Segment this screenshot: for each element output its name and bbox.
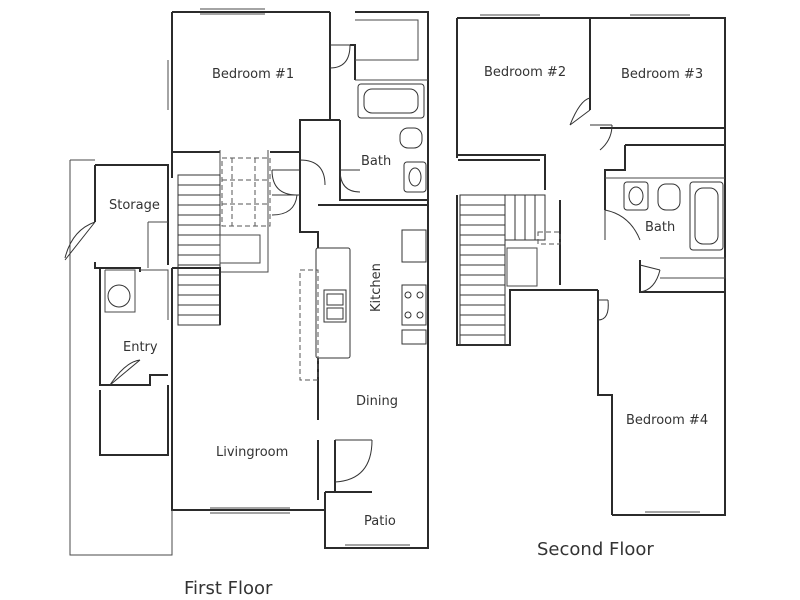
room-label-entry: Entry	[123, 340, 158, 355]
room-label-bedroom-1: Bedroom #1	[212, 67, 294, 82]
room-label-patio: Patio	[364, 514, 396, 529]
second-floor-plan: Bedroom #2 Bedroom #3 Bath Bedroom #4	[456, 14, 726, 516]
second-floor-walls	[456, 17, 726, 516]
second-floor-fixtures	[623, 181, 724, 251]
room-label-bedroom-3: Bedroom #3	[621, 67, 703, 82]
room-label-livingroom: Livingroom	[216, 445, 288, 460]
room-label-bedroom-4: Bedroom #4	[626, 413, 708, 428]
room-label-dining: Dining	[356, 394, 398, 409]
first-floor-title: First Floor	[184, 578, 273, 599]
first-floor-stairs	[177, 157, 271, 326]
toilet-2	[657, 183, 681, 211]
water-heater	[107, 284, 131, 308]
first-floor-walls	[69, 11, 429, 556]
second-floor-labels: Bedroom #2 Bedroom #3 Bath Bedroom #4	[484, 65, 708, 428]
first-floor-fixtures	[107, 83, 427, 381]
room-label-bedroom-2: Bedroom #2	[484, 65, 566, 80]
toilet	[399, 127, 423, 149]
stove	[401, 284, 427, 326]
room-label-kitchen: Kitchen	[369, 263, 384, 312]
first-floor-plan: Bedroom #1 Bath Storage Kitchen Entry Di…	[64, 8, 429, 556]
second-floor-stairs	[459, 194, 561, 346]
second-floor-doors	[569, 97, 661, 321]
room-label-bath-first: Bath	[361, 154, 391, 169]
first-floor-doors	[64, 44, 373, 483]
room-label-storage: Storage	[109, 198, 160, 213]
refrigerator	[401, 229, 427, 263]
second-floor-title: Second Floor	[537, 539, 654, 560]
first-floor-windows	[167, 8, 410, 546]
first-floor-labels: Bedroom #1 Bath Storage Kitchen Entry Di…	[109, 67, 398, 529]
second-floor-windows	[480, 14, 700, 513]
room-label-bath-second: Bath	[645, 220, 675, 235]
